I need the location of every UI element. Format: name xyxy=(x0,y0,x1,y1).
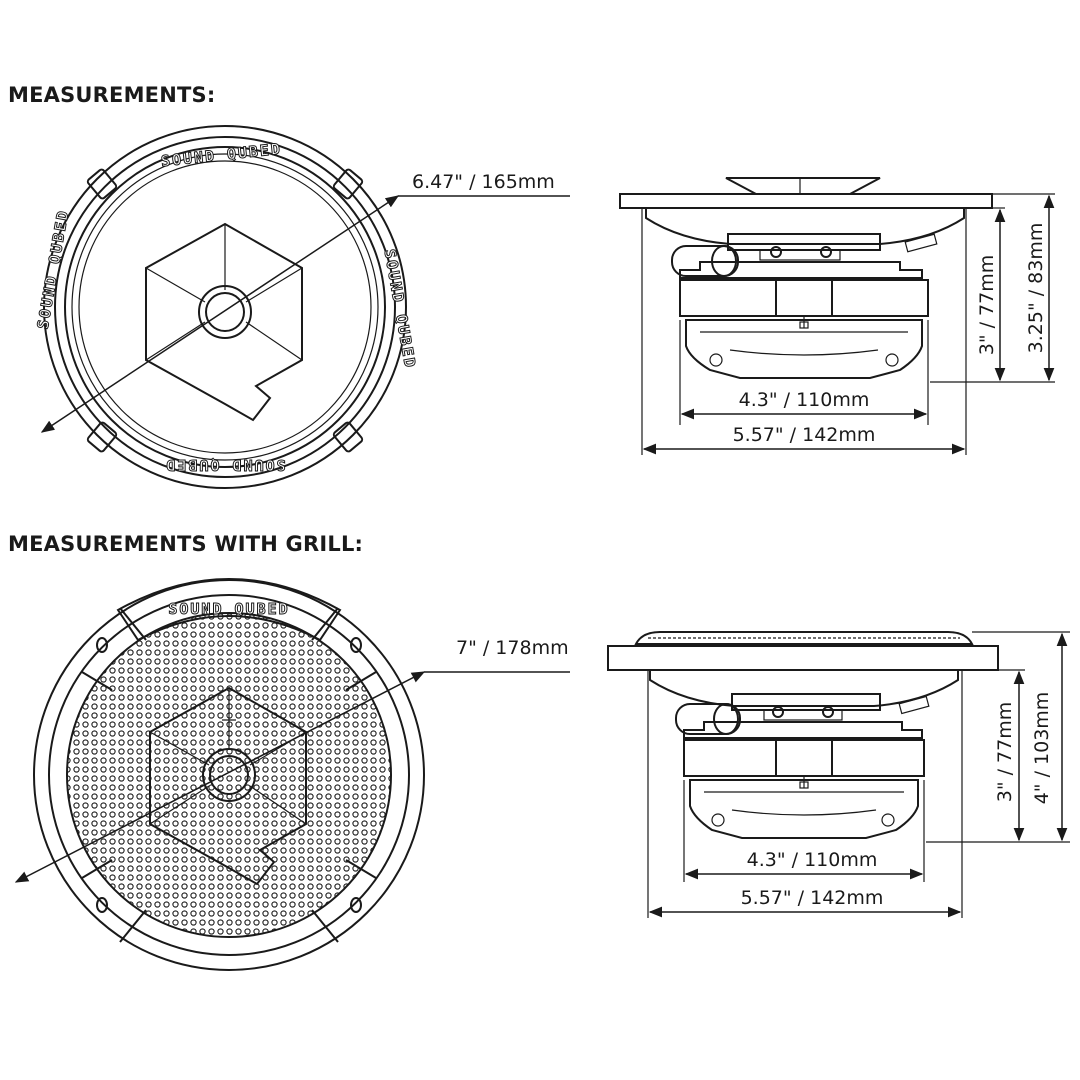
side-total-depth-label: 3.25" / 83mm xyxy=(1025,223,1047,354)
dimension-lines-side-bottom: 4.3" / 110mm 5.57" / 142mm 3" / 77mm 4" … xyxy=(647,631,1070,918)
heading-measurements-with-grill: MEASUREMENTS WITH GRILL: xyxy=(8,532,364,556)
grill-side-view-icon xyxy=(607,631,999,839)
speaker-front-view-icon: SOUND QUBED SOUND QUBED SOUND QUBED SOUN… xyxy=(33,125,420,489)
heading-measurements: MEASUREMENTS: xyxy=(8,83,216,107)
brand-left-text: SOUND QUBED xyxy=(34,208,73,331)
side-outer-width-label: 5.57" / 142mm xyxy=(733,424,876,446)
grill-diameter-label: 7" / 178mm xyxy=(456,637,569,659)
side-inner-width-label: 4.3" / 110mm xyxy=(739,389,870,411)
dimension-lines-side-top: 4.3" / 110mm 5.57" / 142mm 3" / 77mm 3.2… xyxy=(641,193,1055,455)
side-mount-depth-label: 3" / 77mm xyxy=(976,255,998,356)
brand-right-text: SOUND QUBED xyxy=(381,248,420,371)
brand-grill-text: SOUND QUBED xyxy=(168,600,289,618)
grill-front-view-icon: SOUND QUBED xyxy=(33,578,425,971)
grill-side-total-depth-label: 4" / 103mm xyxy=(1031,692,1053,805)
grill-side-mount-depth-label: 3" / 77mm xyxy=(994,702,1016,803)
dimension-line-grill-diameter: 7" / 178mm xyxy=(14,637,570,883)
grill-side-outer-width-label: 5.57" / 142mm xyxy=(741,887,884,909)
brand-bottom-text: SOUND QUBED xyxy=(164,456,285,474)
grill-side-inner-width-label: 4.3" / 110mm xyxy=(747,849,878,871)
front-diameter-label: 6.47" / 165mm xyxy=(412,171,555,193)
dimension-line-front-diameter: 6.47" / 165mm xyxy=(40,171,570,433)
speaker-side-view-icon xyxy=(619,177,993,379)
